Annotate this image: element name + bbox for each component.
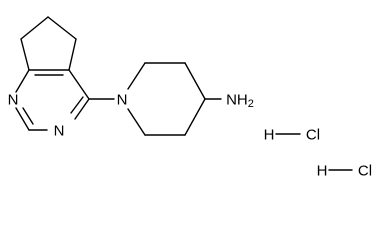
bond-c6-c5 <box>47 16 77 40</box>
bonds <box>15 16 353 171</box>
bond-c7a-n1 <box>15 69 30 93</box>
atom-n1: N <box>8 92 19 109</box>
bond-n1-c2-inner <box>22 107 34 125</box>
bond-c5-c4a <box>68 38 77 71</box>
bond-n3-c4 <box>74 98 90 120</box>
bond-npip-c2p <box>127 62 146 90</box>
chemical-structure: N N N NH2 H Cl H Cl <box>8 16 373 179</box>
bond-c7a-c7 <box>20 38 30 71</box>
bond-c4p-c5p <box>184 98 206 136</box>
salt-h-1: H <box>264 127 275 144</box>
bond-c4-c4a <box>68 69 90 100</box>
bond-c6p-npip <box>127 108 146 136</box>
salt-cl-2: Cl <box>358 163 372 179</box>
atom-n-piperidine: N <box>117 92 128 109</box>
atom-labels: N N N NH2 H Cl H Cl <box>8 92 373 179</box>
atom-n3: N <box>54 123 65 140</box>
salt-cl-1: Cl <box>306 127 320 144</box>
atom-amine: NH2 <box>226 92 254 111</box>
bond-n3-c4-inner <box>70 96 84 114</box>
amine-subscript: 2 <box>248 98 254 110</box>
bond-n1-c2 <box>15 107 30 131</box>
bond-c3p-c4p <box>184 62 206 100</box>
bond-c7-c6 <box>20 16 49 40</box>
salt-h-2: H <box>317 163 328 179</box>
